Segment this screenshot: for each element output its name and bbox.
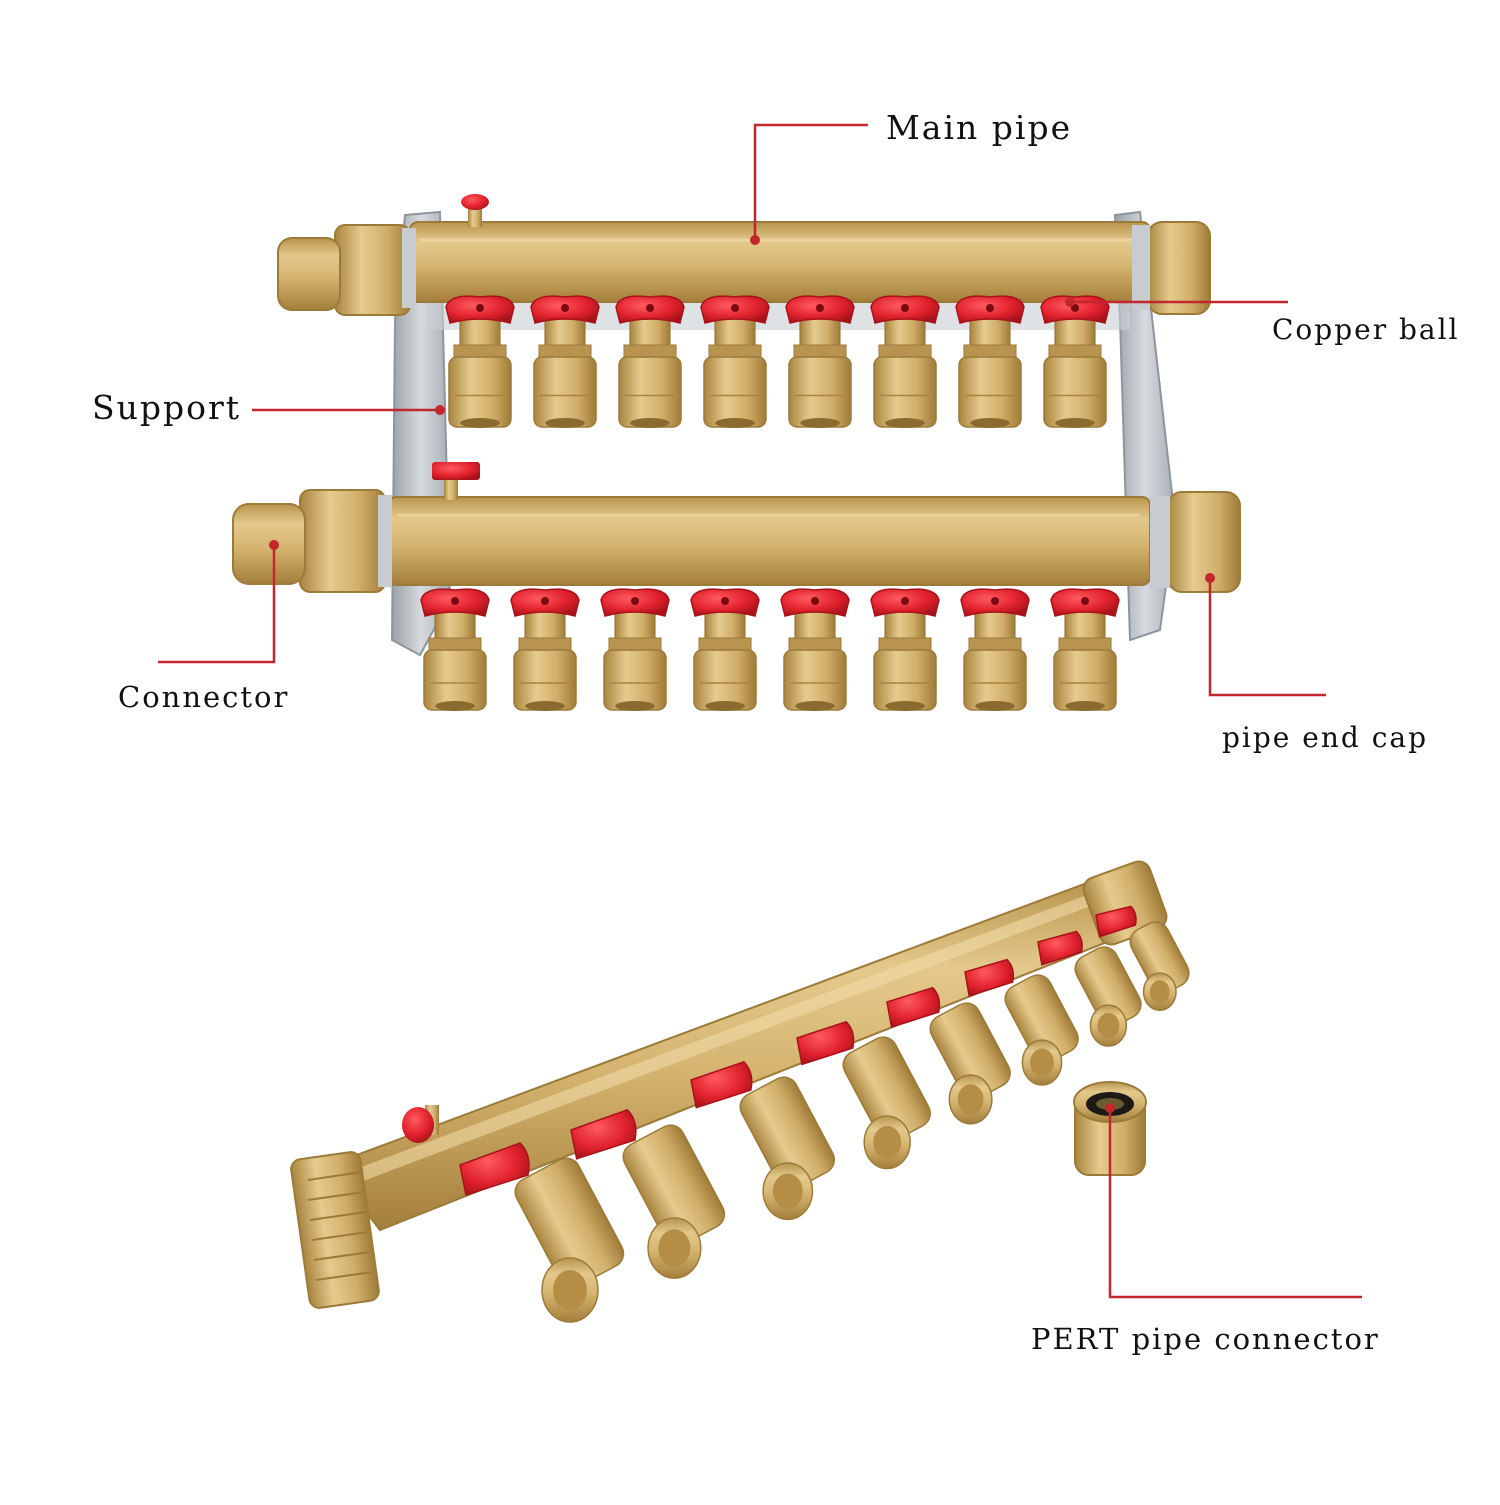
lower-valve-4 [690, 588, 760, 711]
angled-valve-5 [886, 986, 1011, 1125]
angled-male-thread [290, 1151, 380, 1309]
connector-upper-stub [277, 237, 341, 311]
angled-valve-row [459, 905, 1190, 1323]
label-copper-ball: Copper ball [1272, 313, 1460, 346]
label-connector: Connector [118, 680, 290, 714]
lower-valve-row [420, 588, 1120, 711]
upper-valve-3 [615, 295, 685, 428]
leader-main-pipe [753, 123, 868, 240]
end-cap-lower [1167, 491, 1241, 593]
angled-valve-2 [570, 1109, 726, 1279]
upper-valve-row [445, 295, 1110, 428]
end-cap-upper [1147, 221, 1211, 315]
upper-valve-4 [700, 295, 770, 428]
angled-valve-handle-icon-3 [690, 1060, 753, 1109]
angled-valve-1 [459, 1142, 625, 1323]
main-pipe-upper [409, 221, 1151, 303]
angled-valve-handle-icon-2 [570, 1109, 637, 1160]
leader-pipe-end-cap [1208, 578, 1326, 697]
label-main-pipe: Main pipe [886, 108, 1073, 147]
angled-valve-4 [796, 1020, 931, 1170]
lower-valve-8 [1050, 588, 1120, 711]
connector-lower-stub [232, 503, 306, 585]
angled-valve-handle-icon-8 [1095, 905, 1137, 938]
angled-valve-handle-icon-4 [796, 1020, 855, 1066]
loose-pert-connector [1073, 1081, 1147, 1176]
lower-valve-3 [600, 588, 670, 711]
upper-valve-2 [530, 295, 600, 428]
leader-connector [158, 545, 276, 664]
leader-lines [158, 123, 1362, 1299]
upper-valve-1 [445, 295, 515, 428]
upper-valve-7 [955, 295, 1025, 428]
angled-valve-6 [964, 958, 1079, 1086]
angled-valve-8 [1095, 905, 1190, 1012]
lower-valve-2 [510, 588, 580, 711]
lower-valve-7 [960, 588, 1030, 711]
angled-valve-3 [690, 1060, 836, 1221]
angled-valve-7 [1037, 930, 1142, 1047]
lower-valve-1 [420, 588, 490, 711]
angled-valve-handle-icon-1 [459, 1142, 530, 1196]
connector-lower-nut [299, 489, 386, 593]
angled-manifold [290, 860, 1190, 1323]
label-pipe-end-cap: pipe end cap [1222, 721, 1428, 754]
angled-valve-handle-icon-5 [886, 986, 941, 1029]
angled-valve-handle-icon-7 [1037, 930, 1083, 966]
connector-upper-nut [334, 224, 411, 316]
main-pipe-lower [387, 496, 1151, 586]
upper-valve-6 [870, 295, 940, 428]
angled-valve-handle-icon-6 [964, 958, 1015, 997]
label-pert-pipe-connector: PERT pipe connector [1031, 1322, 1380, 1356]
top-manifold [232, 194, 1241, 711]
label-support: Support [92, 388, 242, 427]
leader-pert-connector [1108, 1108, 1362, 1299]
lower-valve-6 [870, 588, 940, 711]
upper-valve-8 [1040, 295, 1110, 428]
upper-valve-5 [785, 295, 855, 428]
lower-valve-5 [780, 588, 850, 711]
